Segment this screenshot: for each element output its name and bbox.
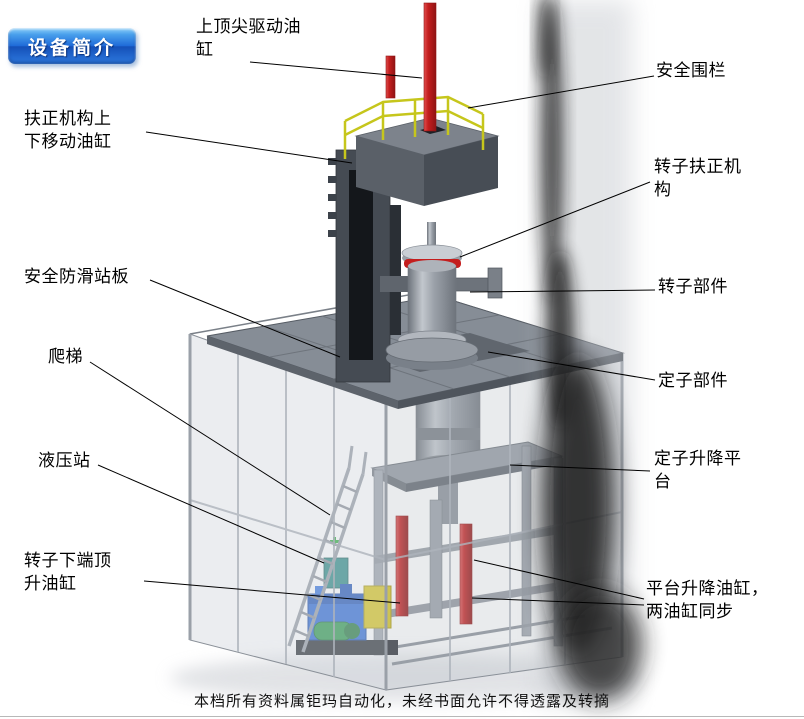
safety-fence-graphic [343,95,485,159]
bottom-rule [0,716,804,717]
leader-safety-fence [467,75,655,109]
label-rotor-part: 转子部件 [658,277,728,297]
platform-lift-cylinders-graphic [395,515,473,625]
label-top-drive-cylinder: 上顶尖驱动油缸 [196,17,301,61]
label-centering-updown-cylinder: 扶正机构上下移动油缸 [24,109,112,153]
leader-platform-lift-a [473,559,645,600]
label-platform-lift-cylinders: 平台升降油缸，两油缸同步 [646,579,769,623]
leader-top-drive-cylinder [249,61,423,79]
leader-antislip-board [149,279,341,358]
leader-rotor-jack-cylinder [143,580,401,604]
rotor-assembly-graphic [380,222,503,370]
label-hydraulic-station: 液压站 [38,451,91,471]
leader-rotor-centering [459,181,651,258]
leader-lines [89,61,656,606]
leader-hydraulic-station [97,464,325,564]
leader-ladder [89,361,331,516]
leader-stator-part [487,351,656,381]
leader-platform-lift-b [471,597,645,606]
leader-centering-updown-cylinder [145,131,353,164]
shadow-artifact [538,0,642,705]
press-column-graphic [328,149,401,383]
label-safety-fence: 安全围栏 [656,61,726,81]
label-stator-lift-platform: 定子升降平台 [654,449,742,493]
head-box-graphic [354,117,500,206]
title-badge-text: 设备简介 [27,36,116,59]
leader-rotor-part [469,289,656,293]
label-rotor-centering-mechanism: 转子扶正机构 [654,157,742,201]
top-drive-cylinder-graphic [385,2,437,132]
label-antislip-board: 安全防滑站板 [24,267,129,287]
footer-disclaimer: 本档所有资料属钜玛自动化，未经书面允许不得透露及转摘 [193,692,610,710]
leader-stator-lift-platform [509,464,651,472]
label-ladder: 爬梯 [48,347,83,367]
label-stator-part: 定子部件 [658,371,728,391]
label-rotor-jack-cylinder: 转子下端顶升油缸 [24,551,112,595]
floor-shadow [170,654,640,702]
title-badge: 设备简介 [8,28,136,64]
